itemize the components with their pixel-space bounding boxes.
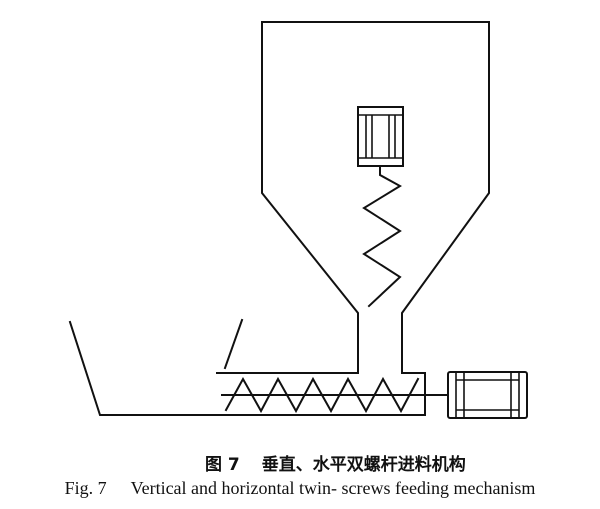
caption-cn-label: 图 7 xyxy=(205,455,240,475)
vertical-motor xyxy=(357,106,404,167)
hopper-and-tube-outline xyxy=(68,21,490,416)
vertical-screw xyxy=(362,165,402,308)
figure-caption-chinese: 图 7 垂直、水平双螺杆进料机构 xyxy=(205,450,466,475)
caption-en-label: Fig. 7 xyxy=(64,478,107,498)
inlet-hopper-right-wall xyxy=(223,318,244,370)
caption-cn-text: 垂直、水平双螺杆进料机构 xyxy=(261,455,466,475)
caption-en-text: Vertical and horizontal twin- screws fee… xyxy=(130,478,536,498)
horizontal-screw xyxy=(224,376,420,414)
figure-caption-english: Fig. 7 Vertical and horizontal twin- scre… xyxy=(5,478,595,499)
horizontal-motor xyxy=(447,371,528,419)
feeding-mechanism-diagram xyxy=(68,21,528,419)
